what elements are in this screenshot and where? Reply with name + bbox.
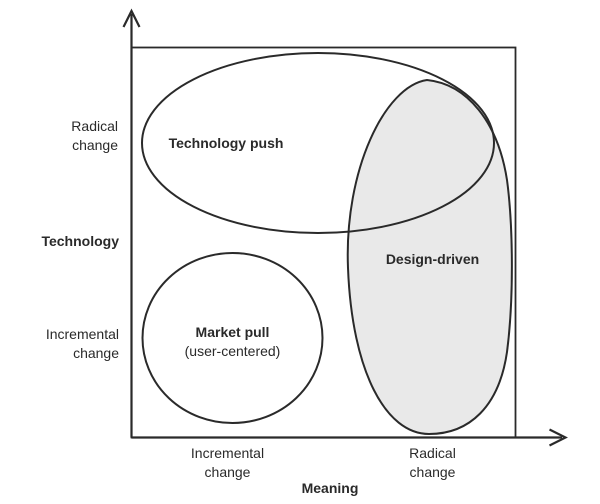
- x-axis-label: Meaning: [301, 480, 359, 496]
- y-tick-radical-change: Radical change: [71, 118, 118, 153]
- market-pull-subtitle: (user-centered): [184, 343, 281, 359]
- design-driven-label: Design-driven: [385, 251, 480, 267]
- technology-push-region: [141, 52, 495, 234]
- y-tick-incremental-change: Incremental change: [45, 326, 119, 361]
- technology-push-label: Technology push: [168, 135, 284, 151]
- market-pull-title: Market pull: [195, 324, 270, 340]
- market-pull-region: [141, 252, 324, 424]
- design-driven-region: [346, 78, 513, 436]
- x-tick-incremental-change: Incremental change: [190, 445, 265, 480]
- y-axis-label: Technology: [41, 233, 119, 249]
- market-pull-label: Market pull (user-centered): [152, 323, 313, 361]
- x-axis-arrowhead-icon: [549, 428, 568, 447]
- x-tick-radical-change: Radical change: [409, 445, 456, 480]
- y-axis-arrowhead-icon: [122, 8, 141, 28]
